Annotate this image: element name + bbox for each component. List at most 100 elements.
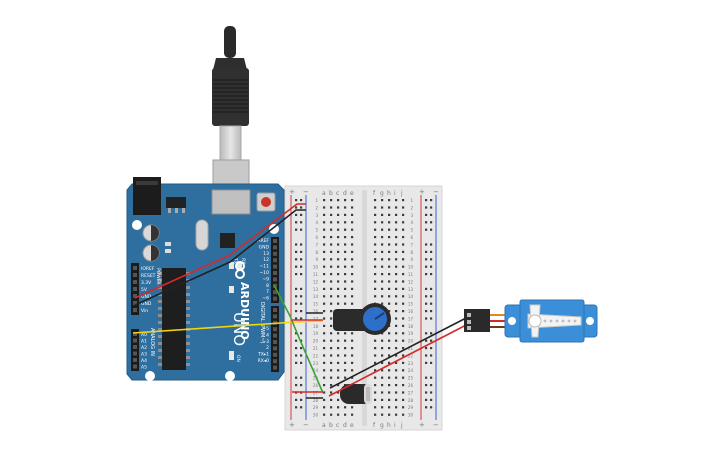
breadboard-hole[interactable]: [344, 199, 347, 202]
rail-hole[interactable]: [430, 250, 433, 253]
breadboard-hole[interactable]: [402, 406, 405, 409]
breadboard-hole[interactable]: [330, 287, 333, 290]
breadboard-hole[interactable]: [388, 265, 391, 268]
breadboard-hole[interactable]: [330, 236, 333, 239]
breadboard-hole[interactable]: [323, 369, 326, 372]
breadboard-hole[interactable]: [330, 376, 333, 379]
breadboard-hole[interactable]: [323, 280, 326, 283]
breadboard-hole[interactable]: [337, 236, 340, 239]
breadboard-hole[interactable]: [344, 221, 347, 224]
breadboard-hole[interactable]: [351, 243, 354, 246]
rail-hole[interactable]: [295, 243, 298, 246]
rail-hole[interactable]: [295, 199, 298, 202]
breadboard-hole[interactable]: [402, 324, 405, 327]
rail-hole[interactable]: [300, 317, 303, 320]
breadboard-hole[interactable]: [381, 206, 384, 209]
breadboard-hole[interactable]: [395, 369, 398, 372]
breadboard-hole[interactable]: [344, 347, 347, 350]
breadboard-hole[interactable]: [388, 258, 391, 261]
rail-hole[interactable]: [430, 361, 433, 364]
breadboard-hole[interactable]: [351, 354, 354, 357]
wire-servo-red[interactable]: [328, 322, 471, 397]
breadboard-hole[interactable]: [388, 413, 391, 416]
breadboard-hole[interactable]: [323, 339, 326, 342]
breadboard-hole[interactable]: [351, 339, 354, 342]
breadboard-hole[interactable]: [381, 339, 384, 342]
rail-hole[interactable]: [425, 391, 428, 394]
rail-hole[interactable]: [295, 206, 298, 209]
header-pin[interactable]: [133, 332, 137, 336]
header-pin[interactable]: [273, 239, 277, 243]
breadboard-hole[interactable]: [395, 324, 398, 327]
breadboard-hole[interactable]: [381, 236, 384, 239]
breadboard-hole[interactable]: [351, 258, 354, 261]
breadboard-hole[interactable]: [402, 273, 405, 276]
breadboard-hole[interactable]: [337, 295, 340, 298]
breadboard-hole[interactable]: [395, 280, 398, 283]
rail-hole[interactable]: [430, 376, 433, 379]
breadboard-hole[interactable]: [323, 376, 326, 379]
breadboard-hole[interactable]: [388, 250, 391, 253]
rail-hole[interactable]: [295, 354, 298, 357]
header-pin[interactable]: [273, 290, 277, 295]
breadboard-hole[interactable]: [402, 265, 405, 268]
breadboard-hole[interactable]: [323, 250, 326, 253]
rail-hole[interactable]: [425, 406, 428, 409]
rail-hole[interactable]: [425, 206, 428, 209]
breadboard-hole[interactable]: [337, 354, 340, 357]
breadboard-hole[interactable]: [381, 287, 384, 290]
breadboard-hole[interactable]: [374, 206, 377, 209]
breadboard-hole[interactable]: [344, 206, 347, 209]
rail-hole[interactable]: [430, 206, 433, 209]
breadboard-hole[interactable]: [323, 310, 326, 313]
breadboard-hole[interactable]: [330, 228, 333, 231]
breadboard-hole[interactable]: [381, 243, 384, 246]
breadboard-hole[interactable]: [374, 221, 377, 224]
breadboard-hole[interactable]: [402, 206, 405, 209]
rail-hole[interactable]: [300, 302, 303, 305]
breadboard-hole[interactable]: [402, 295, 405, 298]
breadboard-hole[interactable]: [381, 384, 384, 387]
breadboard-hole[interactable]: [344, 228, 347, 231]
breadboard-hole[interactable]: [344, 258, 347, 261]
breadboard-hole[interactable]: [323, 265, 326, 268]
breadboard-hole[interactable]: [381, 398, 384, 401]
breadboard-hole[interactable]: [344, 243, 347, 246]
breadboard-hole[interactable]: [388, 384, 391, 387]
breadboard-hole[interactable]: [395, 398, 398, 401]
rail-hole[interactable]: [300, 295, 303, 298]
breadboard-hole[interactable]: [374, 243, 377, 246]
digital-header-lower[interactable]: [271, 306, 279, 372]
breadboard-hole[interactable]: [323, 324, 326, 327]
breadboard-hole[interactable]: [330, 317, 333, 320]
breadboard-hole[interactable]: [402, 413, 405, 416]
breadboard-hole[interactable]: [323, 361, 326, 364]
breadboard-hole[interactable]: [395, 236, 398, 239]
breadboard-hole[interactable]: [374, 391, 377, 394]
breadboard-hole[interactable]: [337, 369, 340, 372]
rail-hole[interactable]: [295, 213, 298, 216]
rail-hole[interactable]: [430, 347, 433, 350]
breadboard-hole[interactable]: [388, 361, 391, 364]
header-pin[interactable]: [133, 358, 137, 362]
rail-hole[interactable]: [300, 361, 303, 364]
breadboard-hole[interactable]: [337, 228, 340, 231]
breadboard-hole[interactable]: [402, 236, 405, 239]
header-pin[interactable]: [133, 273, 137, 277]
breadboard-hole[interactable]: [381, 295, 384, 298]
rail-hole[interactable]: [295, 310, 298, 313]
digital-header-upper[interactable]: [271, 237, 279, 303]
breadboard-hole[interactable]: [395, 250, 398, 253]
rail-hole[interactable]: [425, 376, 428, 379]
breadboard-hole[interactable]: [344, 236, 347, 239]
rail-hole[interactable]: [430, 228, 433, 231]
rail-hole[interactable]: [430, 384, 433, 387]
breadboard-hole[interactable]: [388, 376, 391, 379]
rail-hole[interactable]: [300, 398, 303, 401]
header-pin[interactable]: [273, 365, 277, 370]
rail-hole[interactable]: [425, 273, 428, 276]
wire-servo-pwm-green[interactable]: [273, 284, 324, 394]
rail-hole[interactable]: [430, 406, 433, 409]
breadboard-hole[interactable]: [330, 310, 333, 313]
breadboard-hole[interactable]: [323, 391, 326, 394]
